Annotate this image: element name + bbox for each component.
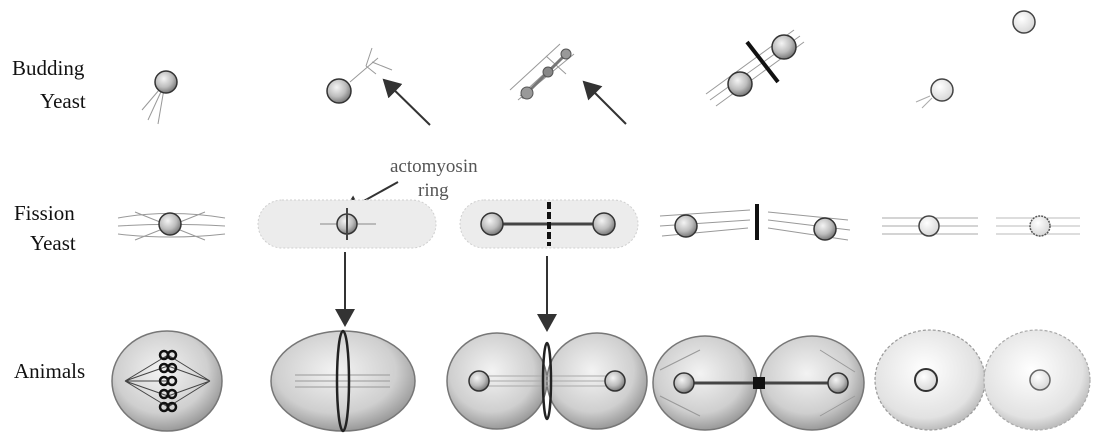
nucleus <box>931 79 953 101</box>
fission-stage-3 <box>460 200 638 248</box>
budding-stage-4 <box>706 30 804 106</box>
fission-stage-5 <box>882 216 1080 236</box>
nucleus <box>728 72 752 96</box>
nucleus <box>675 215 697 237</box>
nucleus <box>828 373 848 393</box>
nucleus <box>1013 11 1035 33</box>
budding-stage-3 <box>510 44 574 100</box>
nucleus <box>1030 370 1050 390</box>
nucleus <box>1030 216 1050 236</box>
fission-stage-4 <box>660 204 850 240</box>
nucleus <box>772 35 796 59</box>
annotation-line2: ring <box>418 180 449 201</box>
midbody <box>753 377 765 389</box>
nucleus <box>327 79 351 103</box>
arrow-budding-2 <box>384 80 430 125</box>
row-label-animals: Animals <box>14 359 85 383</box>
nucleus <box>159 213 181 235</box>
budding-stage-5 <box>916 11 1035 108</box>
nucleus <box>155 71 177 93</box>
budding-stage-1 <box>142 71 177 124</box>
animal-stage-2 <box>271 331 415 431</box>
nucleus <box>605 371 625 391</box>
row-label-fission-line1: Fission <box>14 201 75 225</box>
nucleus <box>469 371 489 391</box>
nucleus <box>593 213 615 235</box>
annotation-line1: actomyosin <box>390 156 478 177</box>
animal-stage-5 <box>875 330 1090 430</box>
animal-stage-4 <box>653 336 864 430</box>
arrow-budding-3 <box>584 82 626 124</box>
nucleus <box>481 213 503 235</box>
row-label-budding-line1: Budding <box>12 56 85 80</box>
nucleus <box>674 373 694 393</box>
fission-stage-1 <box>118 212 225 240</box>
nucleus <box>561 49 571 59</box>
nucleus <box>814 218 836 240</box>
budding-stage-2 <box>327 48 392 103</box>
row-label-fission-line2: Yeast <box>30 231 76 255</box>
animal-stage-1 <box>112 331 222 431</box>
fission-stage-2 <box>258 200 436 248</box>
animal-stage-3 <box>447 333 647 429</box>
row-label-budding-line2: Yeast <box>40 89 86 113</box>
nucleus <box>919 216 939 236</box>
nucleus <box>915 369 937 391</box>
nucleus <box>521 87 533 99</box>
actomyosin-ring-dot <box>543 67 553 77</box>
